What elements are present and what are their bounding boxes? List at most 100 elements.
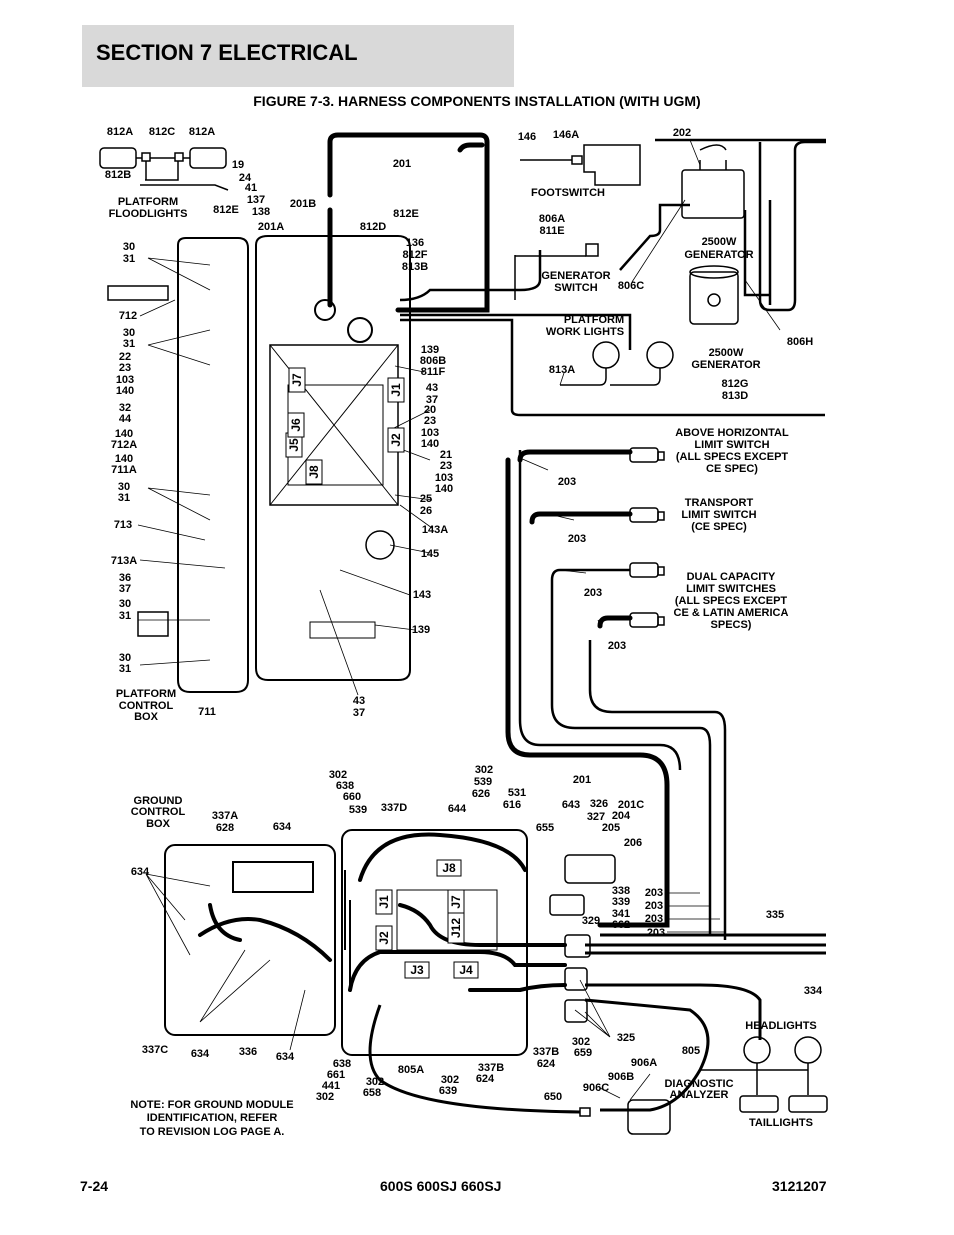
label-201-lower: 201 [573, 774, 591, 786]
label-201a: 201A [258, 221, 284, 233]
label-line: 812B [105, 169, 131, 181]
label-line: 302 [316, 1091, 334, 1103]
label-line: (CE SPEC) [691, 521, 747, 533]
label-line: 661 [327, 1069, 345, 1081]
label-line: 335 [766, 909, 784, 921]
label-line: 812D [360, 221, 386, 233]
connector-tags: J7 J1 J5 J6 J2 J8 J8 J1 J7 J2 J12 J3 J4 [285, 367, 479, 979]
svg-text:J8: J8 [442, 861, 456, 875]
label-812e-left: 812E [213, 204, 239, 216]
label-line: (ALL SPECS EXCEPT [675, 595, 788, 607]
connector-j3-ground: J3 [404, 961, 430, 979]
connector-j1-platform: J1 [387, 377, 405, 403]
label-line: 37 [353, 707, 365, 719]
label-201-top: 201 [393, 158, 411, 170]
label-line: 811E [539, 225, 564, 237]
label-line: 43 [353, 695, 365, 707]
label-line: 140 [115, 453, 133, 465]
label-line: 201C [618, 799, 644, 811]
label-line: 806C [618, 280, 644, 292]
label-325: 325 [617, 1032, 635, 1044]
label-line: 30 [119, 652, 131, 664]
label-337d: 337D [381, 802, 407, 814]
limit-switches [629, 447, 665, 628]
label-806h: 806H [787, 336, 813, 348]
label-line: BOX [134, 711, 159, 723]
label-712: 712 [119, 310, 137, 322]
label-line: TRANSPORT [685, 497, 754, 509]
label-headlights: HEADLIGHTS [745, 1020, 817, 1032]
label-202: 202 [673, 127, 691, 139]
label-806c: 806C [618, 280, 644, 292]
svg-text:J5: J5 [287, 438, 301, 452]
label-line: GENERATOR [541, 270, 610, 282]
label-line: 203 [647, 927, 665, 939]
label-line: DUAL CAPACITY [687, 571, 776, 583]
label-line: 624 [537, 1058, 556, 1070]
svg-text:J6: J6 [289, 418, 303, 432]
connector-j7-platform: J7 [288, 367, 306, 393]
label-line: 302 [329, 769, 347, 781]
label-line: 103 [116, 374, 134, 386]
label-203-h: 203 [647, 927, 665, 939]
label-line: 711A [111, 464, 137, 476]
label-line: 616 [503, 799, 521, 811]
label-713: 713 [114, 519, 132, 531]
svg-text:J1: J1 [389, 383, 403, 397]
label-line: 813D [722, 390, 748, 402]
label-line: (ALL SPECS EXCEPT [676, 451, 789, 463]
model-list: 600S 600SJ 660SJ [380, 1178, 502, 1194]
label-footswitch: FOOTSWITCH [531, 187, 605, 199]
label-taillights: TAILLIGHTS [749, 1117, 813, 1129]
label-line: 23 [440, 460, 452, 472]
label-line: 146A [553, 129, 579, 141]
label-line: 143 [413, 589, 431, 601]
label-line: 203 [558, 476, 576, 488]
ground-harness-routes [198, 832, 567, 992]
svg-text:J7: J7 [449, 895, 463, 909]
label-634-bottom-b: 634 [276, 1051, 295, 1063]
page-number: 7-24 [80, 1178, 109, 1194]
label-line: HEADLIGHTS [745, 1020, 817, 1032]
label-line: 813A [549, 364, 575, 376]
label-805: 805 [682, 1045, 700, 1057]
label-line: 658 [363, 1087, 381, 1099]
label-line: 138 [252, 206, 270, 218]
label-line: CONTROL [119, 700, 174, 712]
label-line: 140 [116, 385, 134, 397]
label-line: ABOVE HORIZONTAL [675, 427, 789, 439]
label-643: 643 [562, 799, 580, 811]
label-line: 805 [682, 1045, 700, 1057]
label-906b: 906B [608, 1071, 634, 1083]
section-title: SECTION 7 ELECTRICAL [96, 40, 358, 65]
label-line: 337C [142, 1044, 168, 1056]
connector-j12-ground: J12 [447, 912, 465, 944]
label-line: 201 [393, 158, 411, 170]
label-336: 336 [239, 1046, 257, 1058]
label-line: 628 [216, 822, 234, 834]
label-line: 337B [478, 1062, 504, 1074]
connector-j2-platform: J2 [387, 427, 405, 453]
label-line: 325 [617, 1032, 635, 1044]
connector-j8-platform: J8 [305, 459, 323, 485]
label-line: 634 [191, 1048, 210, 1060]
label-line: ANALYZER [670, 1089, 729, 1101]
label-145: 145 [421, 548, 439, 560]
label-line: 201 [573, 774, 591, 786]
label-line: 25 [420, 493, 432, 505]
connector-j7-ground: J7 [447, 889, 465, 915]
label-line: 634 [131, 866, 150, 878]
label-line: 339 [612, 896, 630, 908]
label-line: 37 [119, 583, 131, 595]
label-line: 31 [118, 492, 130, 504]
